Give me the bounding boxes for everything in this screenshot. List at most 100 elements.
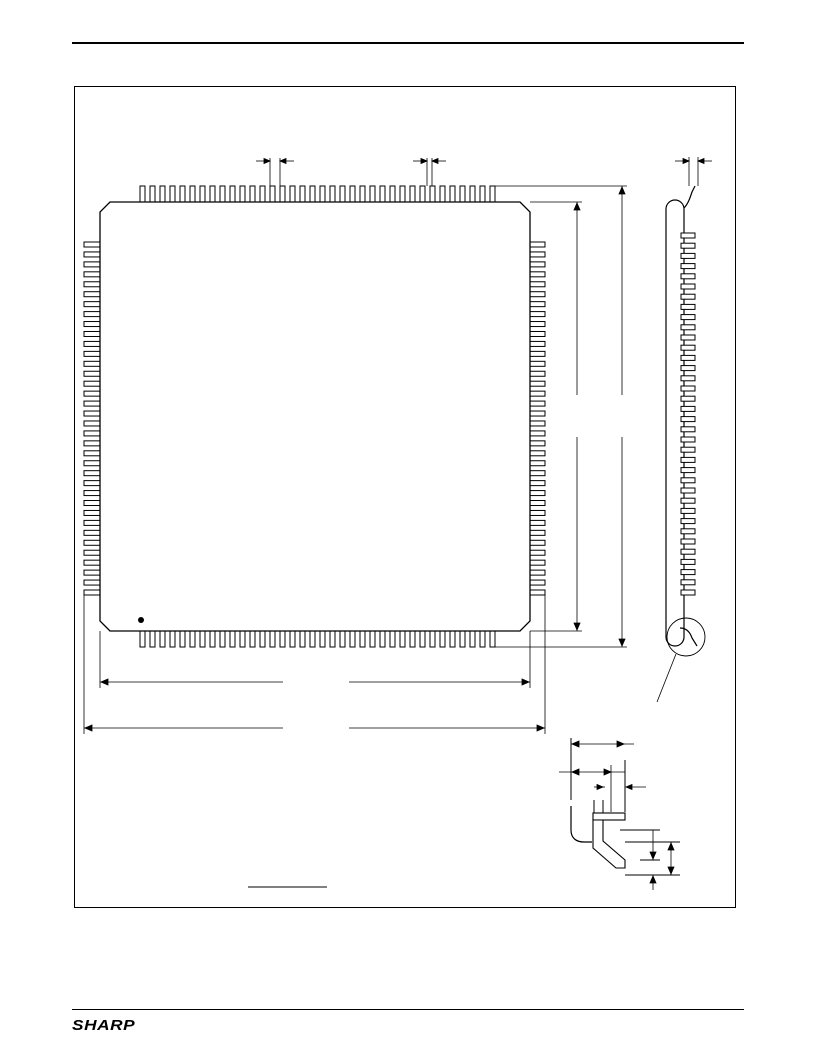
top-pin bbox=[209, 185, 216, 203]
side-view-lead bbox=[680, 354, 696, 361]
side-view-lead bbox=[680, 242, 696, 249]
bottom-pin bbox=[409, 630, 416, 648]
left-pin bbox=[83, 311, 101, 318]
left-pin bbox=[83, 251, 101, 258]
top-pin bbox=[189, 185, 196, 203]
bottom-pin bbox=[169, 630, 176, 648]
top-pin bbox=[359, 185, 366, 203]
right-pin bbox=[529, 410, 546, 417]
overall-height-dimension bbox=[495, 185, 627, 648]
left-pin bbox=[83, 261, 101, 268]
left-pin bbox=[83, 330, 101, 337]
top-pin bbox=[269, 185, 276, 203]
footer-rule bbox=[72, 1009, 744, 1010]
top-pin bbox=[139, 185, 146, 203]
bottom-pin bbox=[229, 630, 236, 648]
right-pin bbox=[529, 390, 546, 397]
left-pin bbox=[83, 301, 101, 308]
bottom-pin bbox=[289, 630, 296, 648]
header-rule bbox=[72, 42, 744, 44]
right-pin bbox=[529, 569, 546, 576]
right-pin bbox=[529, 311, 546, 318]
lead-detail-dimensions bbox=[559, 740, 675, 890]
left-pin bbox=[83, 390, 101, 397]
bottom-pin bbox=[379, 630, 386, 648]
right-pin bbox=[529, 380, 546, 387]
left-pin bbox=[83, 370, 101, 377]
left-pin bbox=[83, 380, 101, 387]
left-pin bbox=[83, 460, 101, 467]
side-view-lead bbox=[680, 558, 696, 565]
top-pin bbox=[229, 185, 236, 203]
right-pin bbox=[529, 360, 546, 367]
right-pin bbox=[529, 340, 546, 347]
right-pin bbox=[529, 529, 546, 536]
bottom-pin bbox=[149, 630, 156, 648]
top-pin bbox=[449, 185, 456, 203]
body-height-dimension bbox=[530, 201, 582, 632]
right-pin bbox=[529, 579, 546, 586]
right-pin bbox=[529, 589, 546, 596]
side-view-lead bbox=[680, 252, 696, 259]
right-pin bbox=[529, 350, 546, 357]
side-view-lead bbox=[680, 375, 696, 382]
top-pin bbox=[299, 185, 306, 203]
side-view-lead bbox=[680, 426, 696, 433]
bottom-pin bbox=[179, 630, 186, 648]
left-pin bbox=[83, 281, 101, 288]
bottom-pin bbox=[239, 630, 246, 648]
side-lead-thickness-dimension bbox=[675, 157, 712, 186]
left-pin bbox=[83, 509, 101, 516]
pin1-marker-dot bbox=[138, 617, 144, 623]
bottom-pin bbox=[399, 630, 406, 648]
top-pin bbox=[489, 185, 496, 203]
side-view-lead bbox=[680, 416, 696, 423]
side-view-lead bbox=[680, 314, 696, 321]
bottom-pin bbox=[139, 630, 146, 648]
top-pin bbox=[369, 185, 376, 203]
left-pin bbox=[83, 360, 101, 367]
right-pin bbox=[529, 440, 546, 447]
side-view-lead bbox=[680, 456, 696, 463]
left-pin bbox=[83, 569, 101, 576]
left-pin bbox=[83, 500, 101, 507]
drawing-frame bbox=[74, 86, 736, 908]
top-pin bbox=[309, 185, 316, 203]
right-pin bbox=[529, 420, 546, 427]
top-pin bbox=[149, 185, 156, 203]
bottom-pin bbox=[189, 630, 196, 648]
bottom-pin bbox=[269, 630, 276, 648]
bottom-pin bbox=[339, 630, 346, 648]
bottom-pin bbox=[209, 630, 216, 648]
bottom-pin bbox=[469, 630, 476, 648]
right-pin bbox=[529, 430, 546, 437]
side-view-lead bbox=[680, 497, 696, 504]
side-view-lead bbox=[680, 395, 696, 402]
detail-callout-circle bbox=[666, 617, 706, 657]
left-pin bbox=[83, 529, 101, 536]
side-view-lead bbox=[680, 518, 696, 525]
side-view-lead bbox=[680, 303, 696, 310]
top-pin-row bbox=[139, 185, 496, 203]
left-pin bbox=[83, 490, 101, 497]
bottom-pin bbox=[349, 630, 356, 648]
bottom-pin bbox=[479, 630, 486, 648]
right-pin bbox=[529, 460, 546, 467]
left-pin bbox=[83, 440, 101, 447]
right-pin bbox=[529, 549, 546, 556]
right-pin bbox=[529, 301, 546, 308]
right-pin-column bbox=[529, 241, 546, 596]
left-pin-column bbox=[83, 241, 101, 596]
side-view bbox=[656, 185, 706, 703]
top-pin bbox=[169, 185, 176, 203]
top-pin bbox=[339, 185, 346, 203]
left-pin bbox=[83, 549, 101, 556]
right-pin bbox=[529, 281, 546, 288]
side-view-lead bbox=[680, 436, 696, 443]
side-view-lead bbox=[680, 293, 696, 300]
left-pin bbox=[83, 340, 101, 347]
side-view-lead bbox=[680, 365, 696, 372]
left-pin bbox=[83, 430, 101, 437]
bottom-pin bbox=[299, 630, 306, 648]
side-view-lead bbox=[680, 283, 696, 290]
